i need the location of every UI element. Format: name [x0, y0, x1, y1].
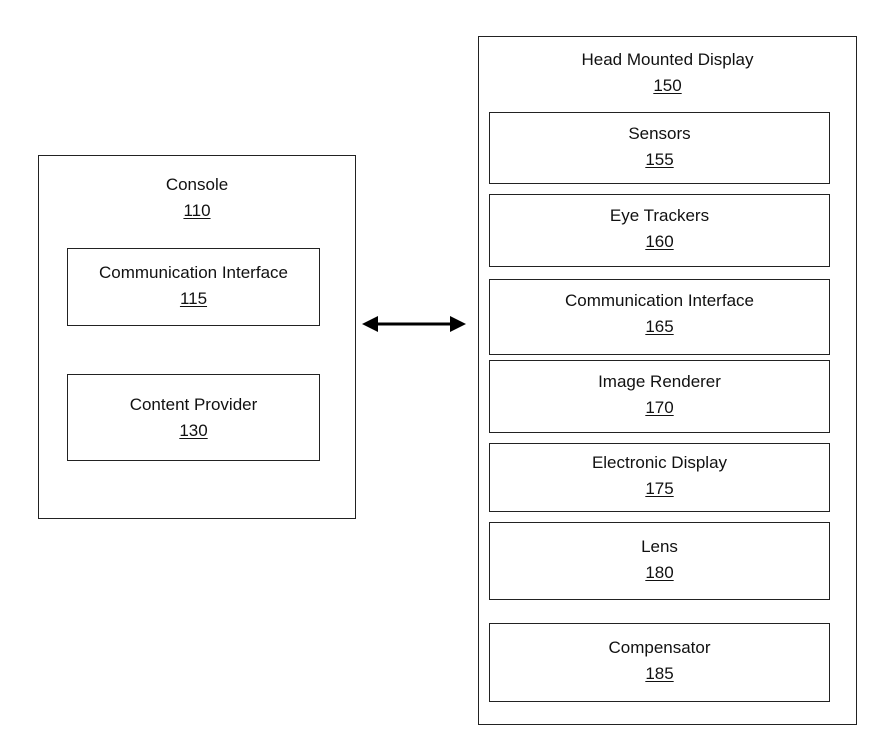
component-label: Eye Trackers: [609, 206, 710, 225]
bidirectional-arrow-icon: [362, 316, 466, 332]
hmd-communication-interface-box: Communication Interface 165: [489, 279, 830, 355]
component-ref: 175: [645, 479, 674, 498]
hmd-electronic-display-box: Electronic Display 175: [489, 443, 830, 512]
component-label: Communication Interface: [565, 291, 754, 310]
component-ref: 130: [179, 421, 208, 440]
component-label: Lens: [641, 537, 678, 556]
hmd-ref: 150: [653, 76, 682, 95]
component-label: Image Renderer: [598, 372, 721, 391]
hmd-lens-box: Lens 180: [489, 522, 830, 600]
component-label: Communication Interface: [99, 263, 288, 282]
component-label: Content Provider: [129, 395, 258, 414]
component-ref: 180: [645, 563, 674, 582]
component-label: Electronic Display: [591, 453, 728, 472]
console-communication-interface-box: Communication Interface 115: [67, 248, 320, 326]
component-ref: 160: [645, 232, 674, 251]
console-box: Console 110 Communication Interface 115 …: [38, 155, 356, 519]
console-title: Console: [165, 175, 229, 194]
component-ref: 155: [645, 150, 674, 169]
hmd-sensors-box: Sensors 155: [489, 112, 830, 184]
hmd-box: Head Mounted Display 150 Sensors 155 Eye…: [478, 36, 857, 725]
hmd-image-renderer-box: Image Renderer 170: [489, 360, 830, 433]
hmd-eye-trackers-box: Eye Trackers 160: [489, 194, 830, 267]
hmd-title: Head Mounted Display: [581, 50, 754, 69]
component-ref: 115: [179, 289, 208, 308]
component-ref: 170: [645, 398, 674, 417]
component-label: Compensator: [608, 638, 711, 657]
console-content-provider-box: Content Provider 130: [67, 374, 320, 461]
component-label: Sensors: [628, 124, 691, 143]
console-ref: 110: [183, 201, 211, 220]
component-ref: 185: [645, 664, 674, 683]
hmd-compensator-box: Compensator 185: [489, 623, 830, 702]
component-ref: 165: [645, 317, 674, 336]
